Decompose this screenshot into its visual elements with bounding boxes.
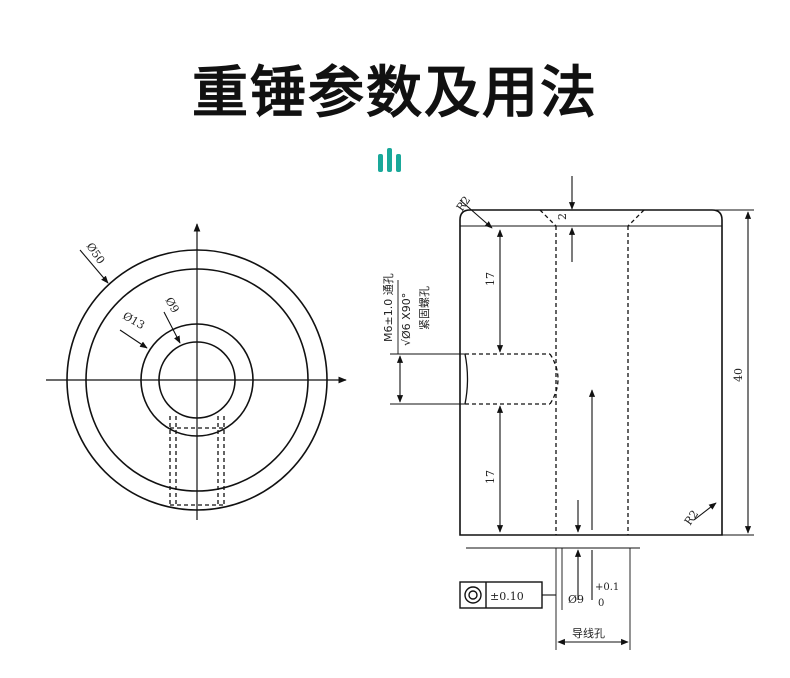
label-diameter-9: Ø9 — [162, 295, 181, 315]
label-pilot-hole: 导线孔 — [572, 626, 605, 640]
label-chamfer-bottom: R2 — [682, 508, 701, 528]
label-tolerance: ±0.10 — [490, 590, 524, 603]
label-17-bottom: 17 — [484, 470, 497, 484]
label-40: 40 — [732, 368, 745, 382]
label-diameter-13: Ø13 — [121, 309, 147, 332]
label-pilot-tol-lower: 0 — [598, 598, 604, 609]
concentricity-icon — [464, 586, 482, 604]
label-thread-counterbore: √Ø6 X90° — [400, 293, 413, 346]
page-title: 重锤参数及用法 — [192, 61, 598, 126]
label-thread-note: 紧固螺孔 — [418, 286, 431, 330]
label-outer-diameter: Ø50 — [84, 240, 108, 266]
label-pilot-tol-upper: +0.1 — [595, 582, 619, 593]
label-pilot-diameter: Ø9 — [568, 593, 584, 606]
label-17-top: 17 — [484, 272, 497, 286]
decorative-bars-icon — [378, 148, 401, 172]
label-thread-spec: M6±1.0 通孔 — [382, 273, 395, 342]
side-view — [390, 176, 754, 650]
front-view — [46, 223, 347, 520]
label-depth-2: 2 — [556, 213, 569, 220]
